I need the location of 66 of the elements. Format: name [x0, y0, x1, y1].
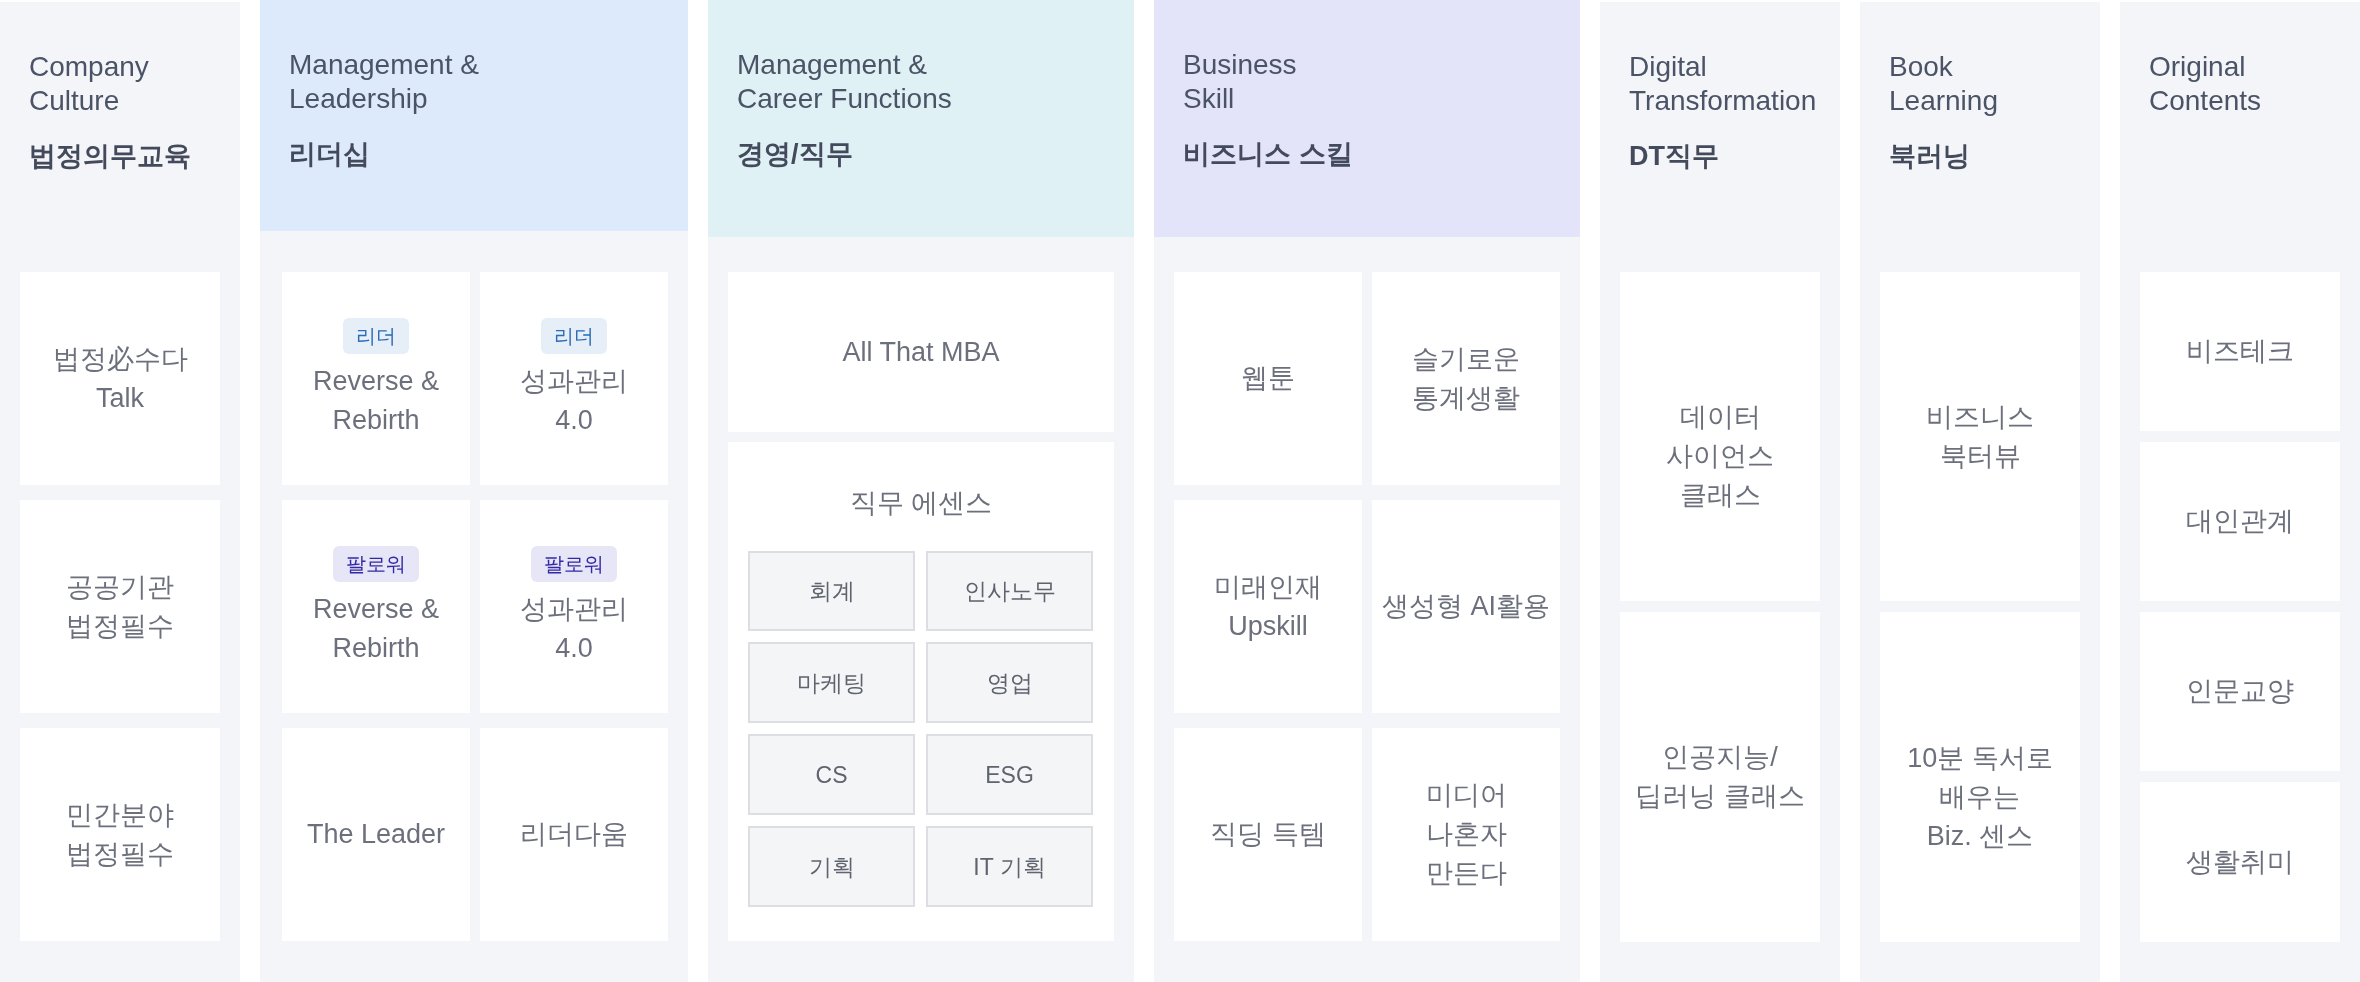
course-title: 공공기관 법정필수 [66, 570, 174, 643]
topic-label: 기획 [808, 852, 855, 882]
topic-tile [748, 642, 915, 723]
topic-tile [926, 734, 1093, 815]
category-heading: Business Skill [1183, 48, 1297, 116]
category-heading: Company Culture [29, 50, 149, 118]
category-heading: Original Contents [2149, 50, 2262, 118]
category-subtitle: 비즈니스 스킬 [1183, 138, 1353, 171]
course-title: All That MBA [842, 335, 1000, 369]
topic-tile [926, 551, 1093, 631]
topic-label: IT 기획 [973, 852, 1046, 882]
course-title: 슬기로운 통계생활 [1412, 342, 1520, 415]
course-title: 리더다움 [520, 818, 628, 851]
course-title: 생성형 AI활용 [1382, 590, 1550, 623]
level-tag: 리더 [343, 317, 409, 354]
level-tag: 팔로워 [531, 545, 617, 582]
category-heading: Management & Leadership [289, 48, 479, 116]
course-title: 데이터 사이언스 클래스 [1666, 401, 1774, 512]
topic-tile [748, 734, 915, 815]
course-title: Reverse & Rebirth [312, 592, 440, 665]
category-subtitle: 경영/직무 [737, 138, 853, 171]
topic-label: ESG [985, 760, 1034, 790]
course-title: 미래인재 Upskill [1214, 570, 1322, 643]
course-title: 법정必수다 Talk [52, 342, 188, 415]
course-title: The Leader [306, 818, 446, 851]
course-title: 성과관리 4.0 [520, 364, 628, 437]
category-subtitle: 북러닝 [1889, 140, 1970, 173]
level-tag: 리더 [541, 317, 607, 354]
course-title: 직무 에센스 [849, 487, 993, 520]
category-column [260, 0, 688, 982]
course-title: 10분 독서로 배우는 Biz. 센스 [1907, 741, 2053, 853]
course-title: 미디어 나혼자 만든다 [1425, 779, 1507, 890]
category-column [708, 0, 1134, 982]
category-subtitle: 리더십 [289, 138, 370, 171]
course-title: 비즈테크 [2186, 335, 2294, 368]
course-title: 인공지능/ 딥러닝 클래스 [1635, 741, 1805, 813]
topic-tile [748, 551, 915, 631]
category-heading: Management & Career Functions [737, 48, 952, 116]
course-title: 웹툰 [1241, 362, 1295, 395]
topic-tile [926, 642, 1093, 723]
course-card [728, 442, 1114, 941]
course-title: Reverse & Rebirth [312, 364, 440, 437]
course-title: 대인관계 [2186, 505, 2294, 538]
course-card [480, 500, 668, 713]
level-tag: 팔로워 [333, 545, 419, 582]
topic-label: CS [815, 760, 848, 790]
course-title: 직딩 득템 [1210, 818, 1326, 851]
course-title: 비즈니스 북터뷰 [1926, 400, 2034, 473]
course-card [480, 272, 668, 485]
course-title: 성과관리 4.0 [520, 592, 628, 665]
category-column [1154, 0, 1580, 982]
category-subtitle: 법정의무교육 [29, 140, 191, 173]
course-card [282, 500, 470, 713]
course-title: 민간분야 법정필수 [66, 798, 174, 871]
topic-label: 회계 [808, 577, 855, 606]
topic-tile [748, 826, 915, 907]
category-subtitle: DT직무 [1629, 140, 1719, 173]
course-title: 생활취미 [2186, 845, 2294, 879]
topic-tile [926, 826, 1093, 907]
topic-label: 마케팅 [797, 668, 866, 698]
topic-label: 영업 [986, 668, 1033, 698]
category-heading: Digital Transformation [1629, 50, 1817, 118]
category-heading: Book Learning [1889, 50, 1998, 118]
topic-label: 인사노무 [963, 577, 1056, 606]
course-title: 인문교양 [2186, 675, 2294, 708]
course-card [282, 272, 470, 485]
